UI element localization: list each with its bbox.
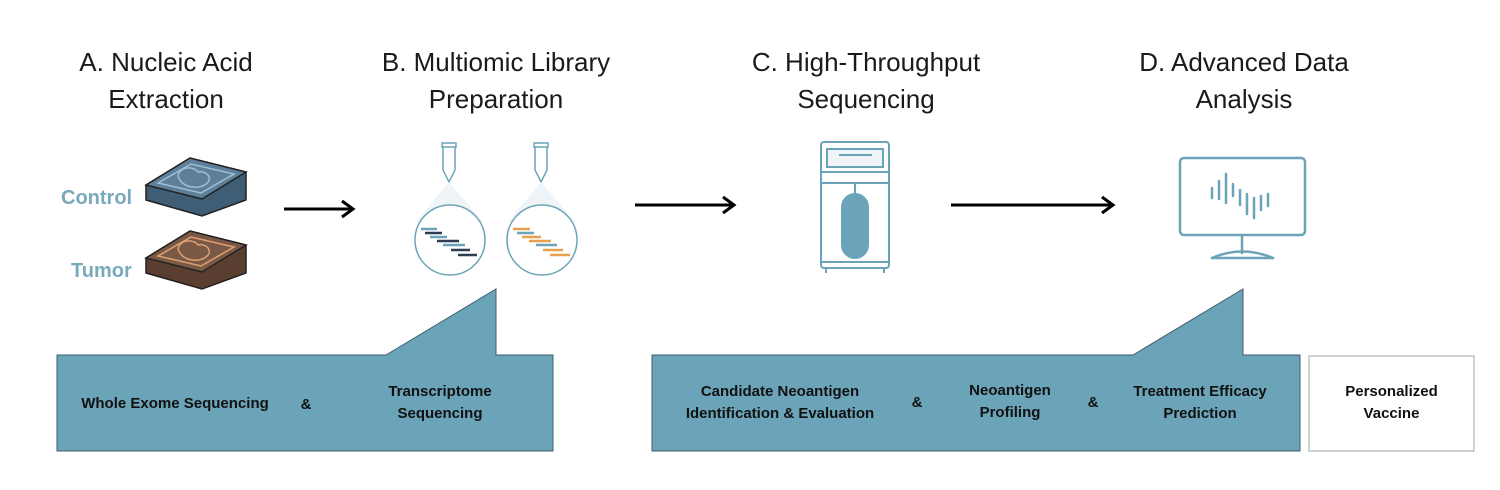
step-d-title: D. Advanced Data Analysis	[1139, 47, 1349, 114]
panel-right-amp-2: &	[1087, 394, 1099, 411]
tumor-tissue-icon	[144, 230, 248, 290]
panel-left	[56, 288, 554, 452]
panel-right-item-candidate: Candidate Neoantigen Identification & Ev…	[685, 383, 875, 422]
control-label: Control	[61, 187, 133, 209]
panel-right-amp-1: &	[911, 394, 923, 411]
output-box-text: Personalized Vaccine	[1345, 383, 1438, 422]
library-tube-dna-icon	[414, 142, 486, 276]
panel-right	[651, 288, 1301, 452]
sequencer-icon	[820, 141, 890, 273]
step-a-title: A. Nucleic Acid Extraction	[79, 47, 253, 114]
step-c-title: C. High-Throughput Sequencing	[751, 47, 981, 114]
tumor-label: Tumor	[71, 260, 132, 282]
panel-right-item-profiling: Neoantigen Profiling	[969, 382, 1051, 421]
control-tissue-icon	[144, 157, 248, 217]
monitor-analysis-icon	[1178, 156, 1307, 260]
step-b-title: B. Multiomic Library Preparation	[381, 47, 611, 114]
panel-left-amp: &	[300, 396, 312, 413]
arrow-c-to-d	[951, 195, 1116, 215]
arrow-a-to-b	[284, 199, 356, 219]
panel-left-item-transcriptome: Transcriptome Sequencing	[388, 383, 492, 422]
library-tube-rna-icon	[506, 142, 578, 276]
output-box	[1308, 355, 1475, 452]
arrow-b-to-c	[635, 195, 737, 215]
panel-right-item-efficacy: Treatment Efficacy Prediction	[1133, 383, 1267, 422]
panel-left-item-wes: Whole Exome Sequencing	[81, 395, 269, 412]
